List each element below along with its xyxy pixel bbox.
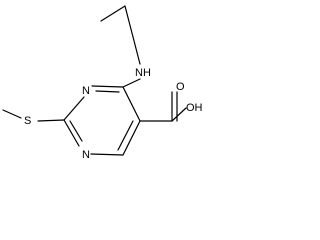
bond-s-ch3 [2, 109, 22, 119]
atom-label-n1: N [82, 149, 90, 161]
bond-c2-n1-inner [69, 120, 83, 142]
bond-cooh-oh [171, 107, 187, 122]
atom-label-o: O [176, 81, 185, 93]
bond-c2-n1 [63, 119, 80, 147]
bond-nh-ring [122, 78, 141, 88]
bond-n1-c6 [90, 153, 124, 156]
atom-label-s: S [24, 115, 31, 127]
atom-label-oh: OH [186, 102, 203, 114]
bond-c4-n3-inner [95, 90, 120, 93]
bond-c4-n3 [91, 85, 124, 88]
molecule-canvas: NH N N S O OH [2, 5, 203, 161]
bond-c5-c4 [122, 86, 141, 122]
atom-label-nh: NH [135, 67, 151, 79]
bond-n3-c2 [63, 96, 85, 121]
atom-label-n3: N [82, 85, 90, 97]
bond-c2-s [37, 119, 65, 122]
molecule-structure: NH N N S O OH [2, 5, 203, 161]
bond-ch2-nh [124, 5, 141, 65]
bond-c6-c5-inner [117, 120, 134, 151]
bond-c6-c5 [122, 120, 141, 156]
bond-ch3-ch2 [100, 5, 126, 22]
